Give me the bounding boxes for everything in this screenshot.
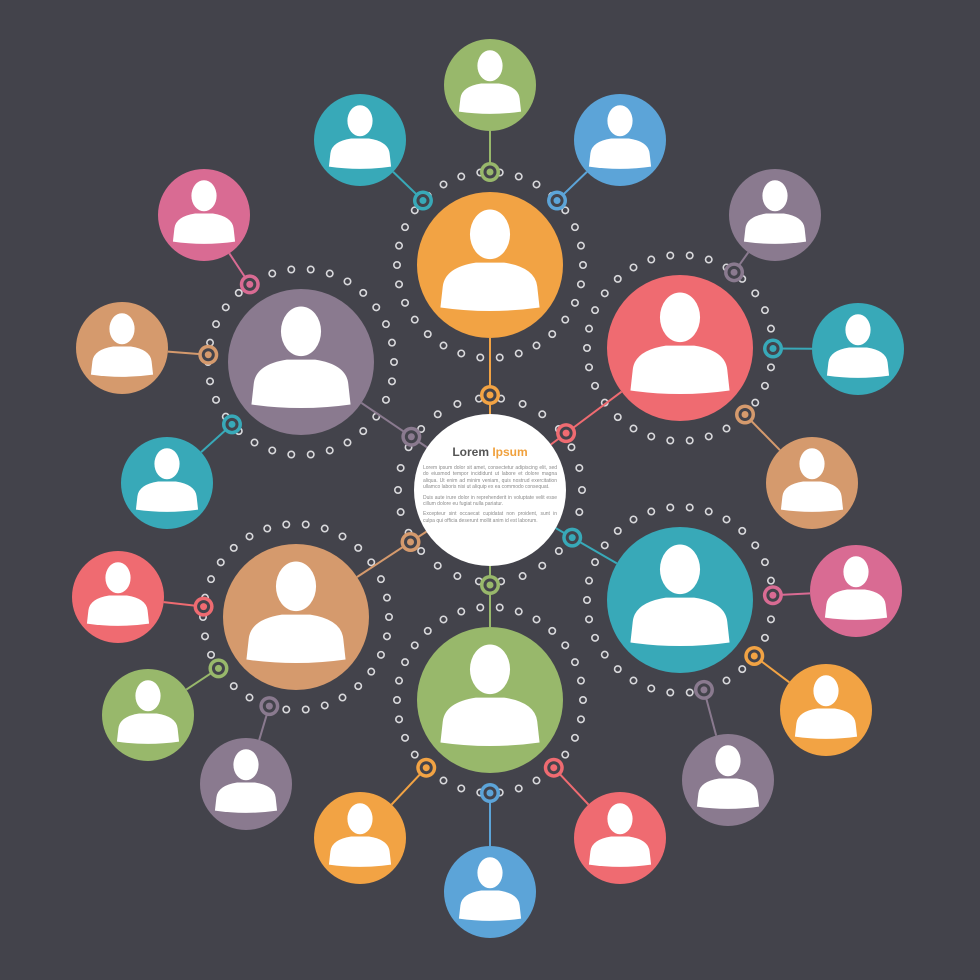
center-text-block: Lorem Ipsum Lorem ipsum dolor sit amet, …: [423, 445, 557, 528]
center-title: Lorem Ipsum: [423, 445, 557, 459]
satellite-node-7: [762, 585, 783, 606]
satellite-node-9: [693, 679, 714, 700]
hub-upper-right-center-node: [556, 423, 577, 444]
center-paragraph-3: Excepteur sint occaecat cupidatat non pr…: [423, 511, 557, 524]
person-icon: [440, 644, 540, 747]
satellite-node-11: [416, 757, 437, 778]
person-icon: [328, 105, 392, 169]
hub-lower-right-center-node: [562, 527, 583, 548]
satellite-node-8: [744, 645, 765, 666]
satellite-node-17: [198, 344, 219, 365]
center-paragraph-2: Duis aute irure dolor in reprehenderit i…: [423, 494, 557, 508]
center-circle: [414, 414, 566, 566]
person-icon: [824, 556, 888, 620]
person-icon: [794, 675, 858, 739]
satellite-node-13: [193, 596, 214, 617]
person-icon: [743, 180, 807, 244]
person-icon: [826, 314, 890, 378]
person-icon: [630, 544, 730, 647]
hub-lower-left-dotted-ring: [199, 520, 393, 714]
hub-bottom-dotted-ring: [392, 603, 587, 797]
person-icon: [696, 745, 760, 809]
person-icon: [135, 448, 199, 512]
person-icon: [440, 209, 540, 312]
satellite-node-14: [208, 658, 229, 679]
person-icon: [328, 803, 392, 867]
hub-bottom-center-node: [480, 575, 500, 595]
person-icon: [630, 292, 730, 395]
satellite-node-10: [480, 783, 500, 803]
satellite-node-15: [259, 696, 280, 717]
person-icon: [246, 561, 346, 664]
center-title-highlight: Ipsum: [492, 445, 528, 459]
center-title-main: Lorem: [452, 445, 489, 459]
person-icon: [588, 105, 652, 169]
person-icon: [172, 180, 236, 244]
hub-upper-left-center-node: [401, 426, 422, 447]
person-icon: [90, 313, 154, 377]
satellite-node-12: [543, 757, 564, 778]
satellite-node-5: [762, 338, 783, 359]
satellite-node-16: [239, 274, 260, 295]
satellite-node-4: [724, 262, 745, 283]
person-icon: [214, 749, 278, 813]
person-icon: [251, 306, 351, 409]
hub-top-center-node: [480, 385, 500, 405]
satellite-node-2: [412, 190, 433, 211]
satellite-node-6: [735, 404, 756, 425]
hub-lower-left-center-node: [400, 532, 421, 553]
person-icon: [458, 50, 522, 114]
person-icon: [86, 562, 150, 626]
person-icon: [588, 803, 652, 867]
center-paragraph-1: Lorem ipsum dolor sit amet, consectetur …: [423, 465, 557, 491]
person-icon: [458, 857, 522, 921]
person-icon: [780, 448, 844, 512]
satellite-node-3: [547, 190, 568, 211]
satellite-node-1: [480, 162, 500, 182]
center-dotted-ring: [393, 394, 586, 586]
person-icon: [116, 680, 180, 744]
satellite-node-18: [221, 414, 242, 435]
